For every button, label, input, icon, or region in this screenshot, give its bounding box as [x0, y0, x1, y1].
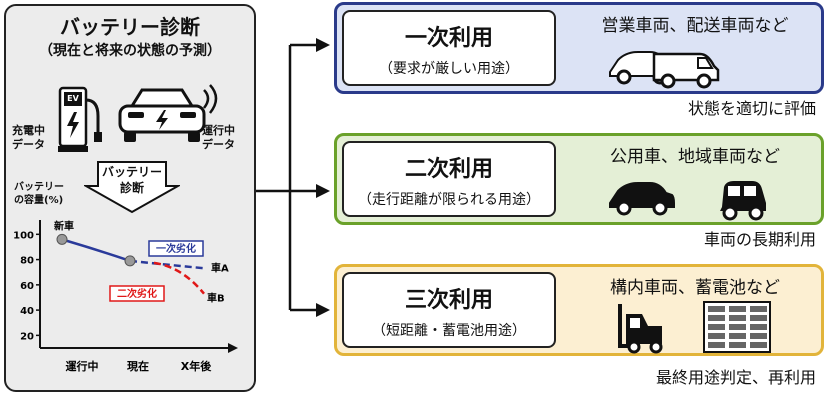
x-tick-label: 運行中 [66, 359, 99, 373]
diagnosis-arrow-label: バッテリー 診断 [101, 165, 162, 195]
use-evaluation: 車両の長期利用 [703, 230, 816, 249]
use-examples: 営業車両、配送車両など [601, 16, 789, 36]
compact-car-icon [714, 177, 770, 227]
ev-car-front-icon [118, 88, 206, 142]
history-line [61, 238, 131, 263]
ev-badge: EV [67, 94, 79, 103]
use-label-box: 一次利用 （要求が厳しい用途） [342, 10, 556, 86]
ev-charger-icon [58, 86, 102, 152]
x-tick-label: X年後 [181, 359, 212, 373]
use-subtitle: （走行距離が限られる用途） [358, 192, 540, 208]
battery-storage-icon [702, 300, 772, 360]
use-title: 三次利用 [404, 288, 493, 313]
use-evaluation: 最終用途判定、再利用 [655, 368, 816, 387]
charging-data-label: 充電中 データ [12, 124, 45, 151]
use-label-box: 三次利用 （短距離・蓄電池用途） [342, 272, 556, 348]
diagnosis-down-arrow [84, 161, 180, 214]
legend-box-second [109, 285, 165, 302]
y-tick-label: 60 [20, 281, 34, 292]
use-examples: 構内車両、蓄電池など [610, 278, 780, 298]
y-tick-label: 100 [13, 230, 34, 241]
y-tick-label: 20 [20, 331, 34, 342]
legend-first-degradation: 一次劣化 [156, 242, 196, 255]
legend-second-degradation: 二次劣化 [117, 287, 157, 300]
chart-ylabel: バッテリー の容量(%) [14, 182, 64, 206]
use-examples: 公用車、地域車両など [610, 147, 780, 167]
y-tick-label: 80 [20, 256, 34, 267]
use-title: 二次利用 [404, 157, 493, 182]
series-end-label-a: 車A [211, 261, 229, 274]
use-label-box: 二次利用 （走行距離が限られる用途） [342, 141, 556, 217]
point-label: 新車 [54, 219, 74, 232]
wireless-signal-icon [202, 84, 218, 114]
series-first-degradation [129, 259, 207, 270]
panel-title: バッテリー診断 [60, 15, 200, 39]
series-end-label-b: 車B [207, 292, 225, 305]
point-new-car [56, 233, 68, 245]
use-subtitle: （要求が厳しい用途） [379, 61, 519, 77]
legend-box-first [148, 240, 204, 257]
series-second-degradation [153, 261, 205, 295]
use-subtitle: （短距離・蓄電池用途） [372, 323, 526, 339]
driving-data-label: 運行中 データ [202, 124, 235, 151]
panel-subtitle: （現在と将来の状態の予測） [39, 43, 221, 59]
x-axis-arrowhead [228, 343, 238, 353]
y-tick-label: 40 [20, 306, 34, 317]
use-evaluation: 状態を適切に評価 [687, 99, 816, 118]
sedan-car-icon [604, 177, 676, 221]
forklift-icon [612, 300, 672, 358]
delivery-van-icon [650, 46, 722, 94]
point-current [124, 255, 136, 267]
use-title: 一次利用 [404, 26, 493, 51]
x-tick-label: 現在 [127, 359, 149, 373]
